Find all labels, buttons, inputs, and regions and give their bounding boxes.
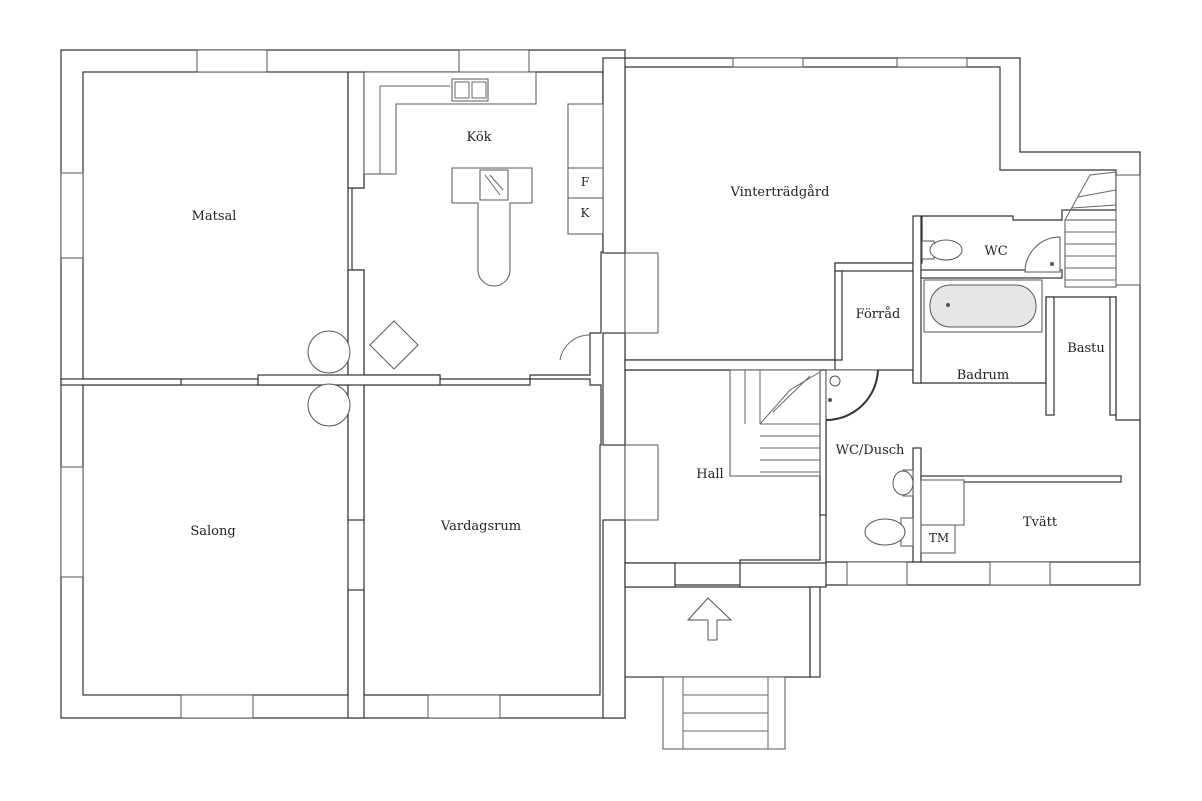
label-wc-dusch: WC/Dusch: [836, 443, 905, 458]
window: [196, 49, 268, 73]
kitchen-fixtures: [363, 71, 604, 361]
window: [624, 444, 659, 521]
label-vintertradgard: Vinterträdgård: [730, 184, 830, 200]
label-washing-machine: TM: [929, 531, 949, 545]
interior-areas: [82, 66, 1141, 696]
door-swing: [559, 334, 591, 361]
fridge: [567, 167, 604, 199]
fireplace: [307, 320, 419, 427]
partition-walls: [60, 57, 1122, 719]
window: [1115, 174, 1141, 286]
bathtub-icon: [929, 284, 1037, 328]
window: [846, 561, 908, 586]
label-vardagsrum: Vardagsrum: [440, 519, 521, 534]
freezer: [567, 197, 604, 235]
bay-window: [624, 252, 659, 334]
label-forrad: Förråd: [856, 306, 901, 322]
label-fridge: F: [581, 175, 589, 189]
stairs-upper: [1064, 171, 1117, 288]
stairs-hall: [729, 369, 821, 477]
window: [732, 57, 804, 68]
label-kok: Kök: [466, 130, 491, 145]
label-freezer: K: [581, 206, 591, 220]
room-matsal: [82, 71, 349, 380]
kitchen-counter: [363, 71, 537, 175]
label-hall: Hall: [696, 467, 723, 482]
stove-icon: [479, 169, 509, 201]
fixture-labels: F K TM: [581, 175, 950, 545]
kitchen-island: [451, 167, 533, 287]
window: [427, 694, 501, 719]
sink-icon: [451, 78, 489, 102]
sink-icon-2: [892, 470, 914, 496]
window: [180, 694, 254, 719]
windows: [60, 49, 1141, 719]
room-salong: [82, 384, 349, 696]
window: [60, 172, 84, 259]
entrance: [662, 597, 786, 750]
window: [896, 57, 968, 68]
label-wc: WC: [984, 244, 1007, 259]
window: [458, 49, 530, 73]
entrance-arrow-icon: [686, 597, 733, 641]
label-tvatt: Tvätt: [1023, 515, 1058, 530]
room-vardagsrum: [363, 378, 602, 696]
label-badrum: Badrum: [957, 368, 1010, 383]
window: [60, 466, 84, 578]
washing-machine: [920, 524, 956, 554]
bathroom-fixtures: [825, 236, 1061, 554]
label-matsal: Matsal: [192, 209, 237, 224]
label-bastu: Bastu: [1067, 341, 1105, 356]
window: [989, 561, 1051, 586]
label-salong: Salong: [190, 524, 235, 539]
room-labels: Kök Matsal Vinterträdgård WC Förråd Bast…: [190, 130, 1104, 539]
toilet-icon: [929, 239, 963, 261]
toilet-icon-2: [864, 518, 906, 546]
